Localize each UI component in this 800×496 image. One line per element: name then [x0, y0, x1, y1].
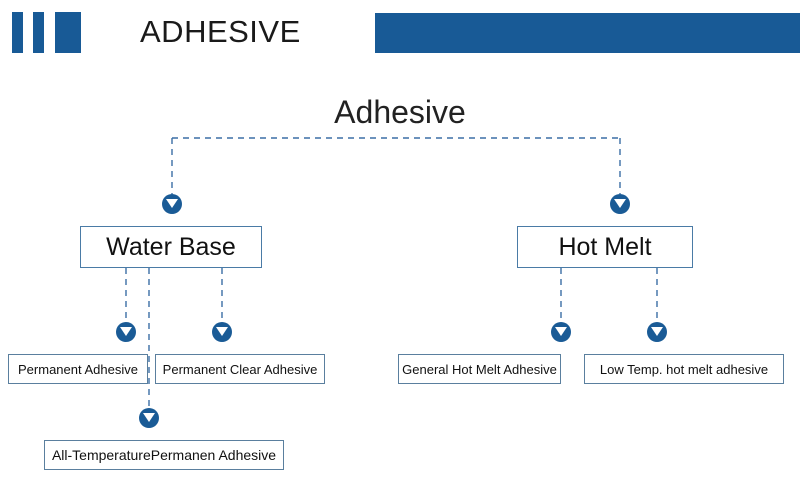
page-title: ADHESIVE	[140, 14, 301, 49]
down-arrow-circle-icon-all-temperature	[139, 408, 159, 428]
node-permanent-adhesive[interactable]: Permanent Adhesive	[8, 354, 148, 384]
down-arrow-circle-icon-permanent-adhesive	[116, 322, 136, 342]
node-permanent-clear-adhesive[interactable]: Permanent Clear Adhesive	[155, 354, 325, 384]
node-general-hot-melt-adhesive[interactable]: General Hot Melt Adhesive	[398, 354, 561, 384]
down-arrow-circle-icon-low-temp-hot-melt	[647, 322, 667, 342]
node-hot-melt[interactable]: Hot Melt	[517, 226, 693, 268]
down-arrow-circle-icon-hot-melt	[610, 194, 630, 214]
node-all-temperature-permanent-adhesive[interactable]: All-TemperaturePermanen Adhesive	[44, 440, 284, 470]
logo-bar-icon	[55, 12, 81, 53]
page-header: ADHESIVE	[0, 0, 800, 70]
down-arrow-circle-icon-general-hot-melt	[551, 322, 571, 342]
connector-lines	[125, 137, 658, 408]
logo-bar-icon	[12, 12, 23, 53]
header-band-decoration	[375, 13, 800, 53]
adhesive-tree-diagram: Adhesive Water Base Hot Melt	[0, 70, 800, 496]
down-arrow-circle-icon-permanent-clear-adhesive	[212, 322, 232, 342]
node-water-base[interactable]: Water Base	[80, 226, 262, 268]
node-low-temp-hot-melt-adhesive[interactable]: Low Temp. hot melt adhesive	[584, 354, 784, 384]
logo-bar-icon	[33, 12, 44, 53]
root-node-label: Adhesive	[334, 94, 466, 130]
down-arrow-circle-icon-water-base	[162, 194, 182, 214]
